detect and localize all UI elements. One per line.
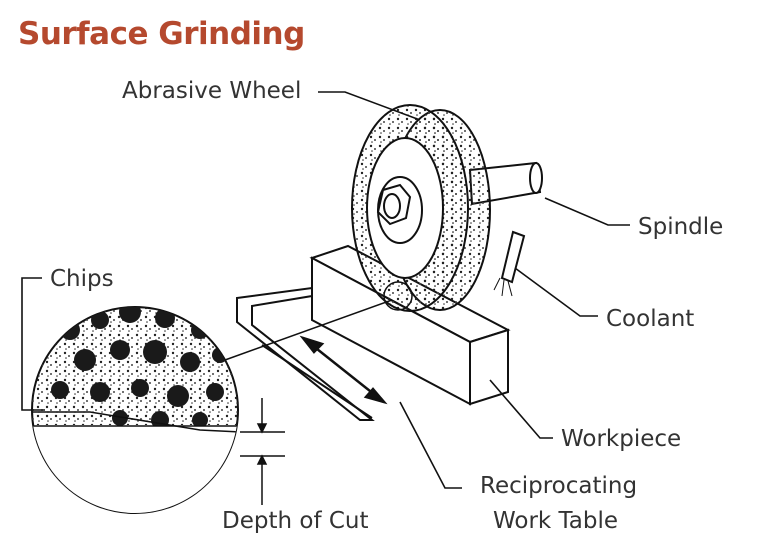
abrasive-wheel [351,104,491,312]
label-reciprocating: Reciprocating [480,473,638,499]
label-coolant: Coolant [606,306,695,332]
workpiece [309,244,511,406]
label-depth-of-cut: Depth of Cut [222,508,369,534]
label-chips: Chips [50,266,114,292]
page-title: Surface Grinding [18,16,305,52]
coolant-nozzle [493,230,526,297]
reciprocating-arrow [299,335,388,405]
label-abrasive-wheel: Abrasive Wheel [122,78,302,104]
label-spindle: Spindle [638,214,724,240]
leader-lines [21,91,630,489]
label-work-table: Work Table [493,508,619,534]
label-workpiece: Workpiece [561,426,682,452]
depth-of-cut-marker [240,398,285,505]
